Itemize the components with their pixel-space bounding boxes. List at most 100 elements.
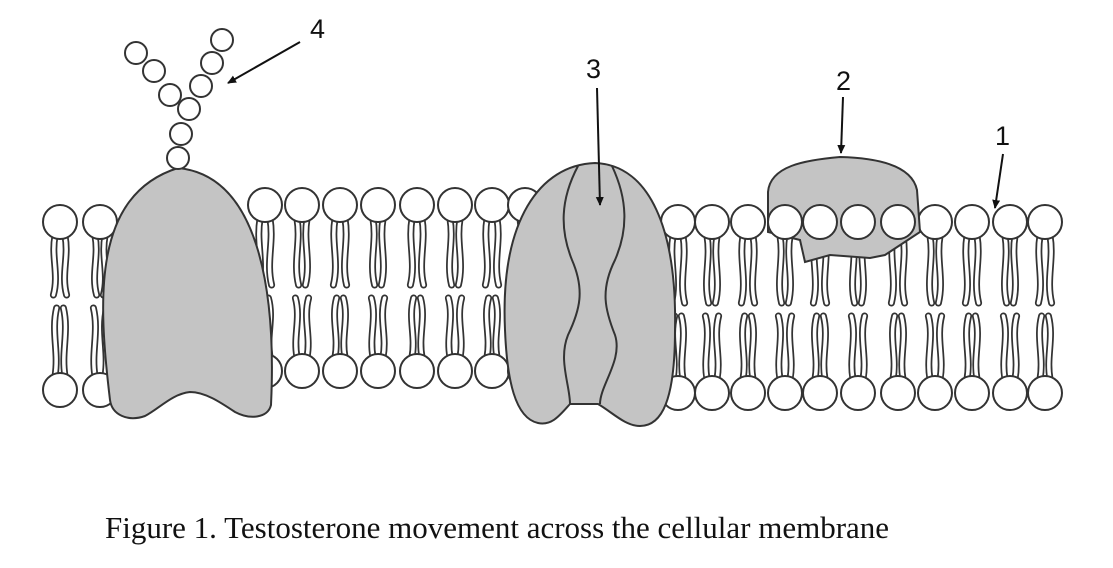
lipid-tail — [331, 217, 338, 287]
lipid-tail — [812, 314, 819, 381]
lipid-tail — [703, 314, 710, 381]
lipid-tail — [294, 217, 301, 287]
phospholipid-head — [802, 375, 838, 411]
channel-protein — [503, 161, 677, 428]
lipid-tail — [963, 234, 970, 305]
label-3: 3 — [586, 54, 601, 84]
lipid-tail — [456, 217, 463, 287]
phospholipid-head — [880, 204, 916, 240]
phospholipid-head — [399, 353, 435, 389]
phospholipid-head — [802, 204, 838, 240]
lipid-tail — [776, 314, 783, 381]
lipid-tail — [369, 296, 376, 359]
phospholipid-head — [954, 375, 990, 411]
lipid-tail — [303, 217, 310, 287]
phospholipid-heads-over-protein — [767, 204, 916, 240]
lipid-tail — [1011, 234, 1018, 305]
lipid-tail — [457, 296, 464, 359]
lipid-tail — [890, 314, 897, 381]
phospholipid-head — [322, 353, 358, 389]
arrow-4 — [227, 41, 301, 84]
phospholipid-head — [880, 375, 916, 411]
lipid-tail — [342, 217, 349, 287]
lipid-tail — [370, 217, 377, 287]
figure-caption: Figure 1. Testosterone movement across t… — [105, 510, 890, 545]
arrow-1 — [992, 153, 1004, 209]
label-2: 2 — [836, 66, 851, 96]
phospholipid-head — [694, 375, 730, 411]
phospholipid-head — [992, 204, 1028, 240]
lipid-tail — [52, 306, 59, 378]
lipid-tail — [964, 314, 971, 381]
lipid-tail — [418, 296, 425, 359]
phospholipid-head — [767, 375, 803, 411]
lipid-tail — [973, 314, 980, 381]
lipid-tail — [379, 217, 386, 287]
lipid-tail — [293, 296, 300, 359]
phospholipid-head — [1027, 204, 1063, 240]
carbohydrate-chain — [124, 28, 234, 170]
lipid-tail — [714, 314, 721, 381]
lipid-tail — [787, 314, 794, 381]
lipid-tail — [713, 234, 720, 305]
label-1: 1 — [995, 121, 1010, 151]
phospholipid-head — [767, 204, 803, 240]
lipid-tail — [1001, 314, 1008, 381]
phospholipid-head — [917, 204, 953, 240]
phospholipid-head — [840, 204, 876, 240]
lipid-tail — [91, 306, 98, 378]
lipid-tail — [680, 234, 687, 305]
lipid-tail — [1002, 234, 1009, 305]
lipid-tail — [740, 314, 747, 381]
phospholipid-head — [474, 187, 510, 223]
lipid-tail — [483, 217, 490, 287]
lipid-tail — [849, 314, 856, 381]
lipid-tail — [937, 314, 944, 381]
lipid-tail — [974, 234, 981, 305]
lipid-tail — [1012, 314, 1019, 381]
lipid-tail — [92, 234, 99, 297]
phospholipid-head — [694, 204, 730, 240]
phospholipid-head — [730, 375, 766, 411]
lipid-tail — [749, 314, 756, 381]
lipid-tail — [446, 296, 453, 359]
lipid-tail — [493, 296, 500, 359]
lipid-tail — [821, 314, 828, 381]
phospholipid-head — [437, 353, 473, 389]
lipid-tail — [408, 217, 415, 287]
phospholipid-head — [42, 372, 78, 408]
peripheral-protein — [767, 155, 922, 264]
lipid-tail — [786, 234, 793, 305]
phospholipid-head — [954, 204, 990, 240]
lipid-tail — [926, 314, 933, 381]
phospholipid-head — [730, 204, 766, 240]
lipid-tail — [739, 234, 746, 305]
channel-wall-left — [562, 165, 581, 405]
channel-wall-right — [599, 165, 626, 405]
lipid-tail — [51, 234, 58, 297]
glycoprotein — [102, 166, 273, 420]
phospholipid-head — [399, 187, 435, 223]
lipid-tail — [494, 217, 501, 287]
lipid-tail — [1046, 314, 1053, 381]
phospholipid-head — [42, 204, 78, 240]
phospholipid-head — [284, 187, 320, 223]
lipid-tail — [777, 234, 784, 305]
lipid-tail — [750, 234, 757, 305]
lipid-tail — [409, 296, 416, 359]
phospholipid-head — [82, 204, 118, 240]
lipid-tail — [899, 314, 906, 381]
phospholipid-head — [322, 187, 358, 223]
lipid-tail — [332, 296, 339, 359]
lipid-tail — [704, 234, 711, 305]
phospholipid-head — [360, 353, 396, 389]
lipid-tail — [936, 234, 943, 305]
phospholipid-head — [474, 353, 510, 389]
lipid-tail — [484, 296, 491, 359]
lipid-tail — [341, 296, 348, 359]
lipid-tail — [900, 234, 907, 305]
lipid-tail — [1036, 234, 1043, 305]
phospholipid-head — [360, 187, 396, 223]
phospholipid-head — [284, 353, 320, 389]
